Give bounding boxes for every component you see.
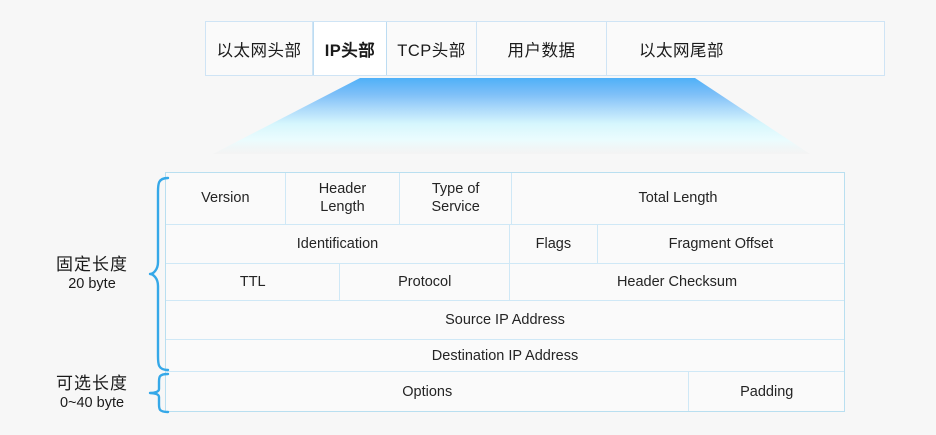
- zoom-funnel-shape: [213, 78, 810, 154]
- frame-cell-tcp-header[interactable]: TCP头部: [387, 22, 477, 75]
- table-row-identification: Identification Flags Fragment Offset: [166, 224, 844, 264]
- field-label: Version: [201, 190, 250, 207]
- field-source-ip-address[interactable]: Source IP Address: [166, 301, 844, 340]
- field-protocol[interactable]: Protocol: [340, 263, 510, 301]
- curly-brace-icon: [148, 372, 170, 414]
- field-identification[interactable]: Identification: [166, 224, 510, 263]
- fixed-length-en: 20 byte: [68, 276, 116, 293]
- field-label: TTL: [239, 273, 266, 290]
- frame-cell-label: 以太网尾部: [639, 41, 724, 60]
- fixed-length-cn: 固定长度: [56, 254, 128, 274]
- frame-cell-label: 以太网头部: [216, 41, 302, 60]
- optional-length-group: 可选长度 0~40 byte: [40, 372, 170, 414]
- field-label: Protocol: [398, 273, 452, 290]
- field-version[interactable]: Version: [166, 173, 286, 224]
- field-ttl[interactable]: TTL: [166, 263, 341, 301]
- frame-cell-label: 用户数据: [507, 41, 576, 60]
- curly-brace-icon: [148, 176, 170, 372]
- field-flags[interactable]: Flags: [509, 224, 598, 263]
- field-label: Padding: [740, 383, 794, 400]
- field-label: Identification: [296, 235, 379, 252]
- field-label: Total Length: [638, 190, 718, 207]
- frame-cell-ip-header[interactable]: IP头部: [313, 22, 387, 75]
- field-label: Flags: [535, 235, 572, 252]
- optional-length-label: 可选长度 0~40 byte: [40, 373, 148, 413]
- fixed-length-group: 固定长度 20 byte: [40, 176, 170, 372]
- field-label: Header Checksum: [616, 273, 738, 290]
- field-label: Options: [402, 383, 453, 400]
- field-destination-ip-address[interactable]: Destination IP Address: [166, 340, 844, 372]
- field-header-checksum[interactable]: Header Checksum: [509, 263, 844, 301]
- frame-cell-label: TCP头部: [397, 41, 466, 60]
- table-row-destination-ip: Destination IP Address: [166, 340, 844, 373]
- fixed-length-label: 固定长度 20 byte: [40, 254, 148, 294]
- optional-length-cn: 可选长度: [56, 373, 128, 393]
- field-fragment-offset[interactable]: Fragment Offset: [597, 224, 844, 263]
- frame-cell-ethernet-header[interactable]: 以太网头部: [206, 22, 313, 75]
- frame-cell-label: IP头部: [324, 41, 376, 60]
- table-row-source-ip: Source IP Address: [166, 301, 844, 341]
- frame-cell-user-data[interactable]: 用户数据: [477, 22, 607, 75]
- field-label: Source IP Address: [445, 312, 565, 329]
- field-total-length[interactable]: Total Length: [511, 173, 844, 224]
- table-row-options: Options Padding: [166, 372, 844, 412]
- field-label: Destination IP Address: [431, 347, 579, 364]
- field-padding[interactable]: Padding: [689, 372, 844, 412]
- field-options[interactable]: Options: [166, 372, 690, 412]
- table-row-ttl: TTL Protocol Header Checksum: [166, 263, 844, 302]
- field-label: Fragment Offset: [668, 235, 774, 252]
- frame-cell-ethernet-trailer[interactable]: 以太网尾部: [607, 22, 756, 75]
- ethernet-frame-strip: 以太网头部 IP头部 TCP头部 用户数据 以太网尾部: [205, 21, 885, 76]
- optional-length-en: 0~40 byte: [59, 395, 125, 412]
